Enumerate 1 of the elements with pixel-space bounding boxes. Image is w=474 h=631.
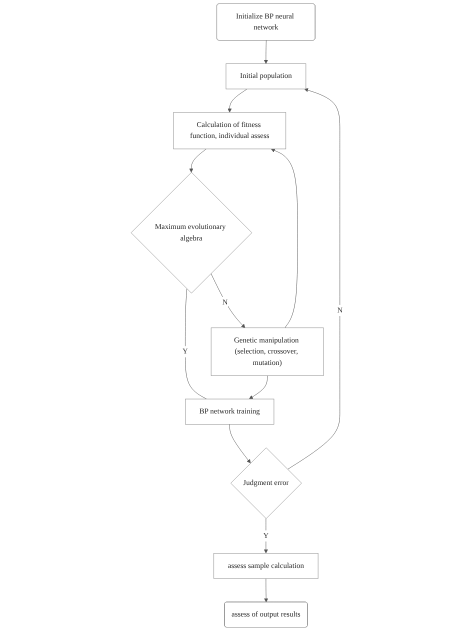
connector — [185, 288, 207, 400]
